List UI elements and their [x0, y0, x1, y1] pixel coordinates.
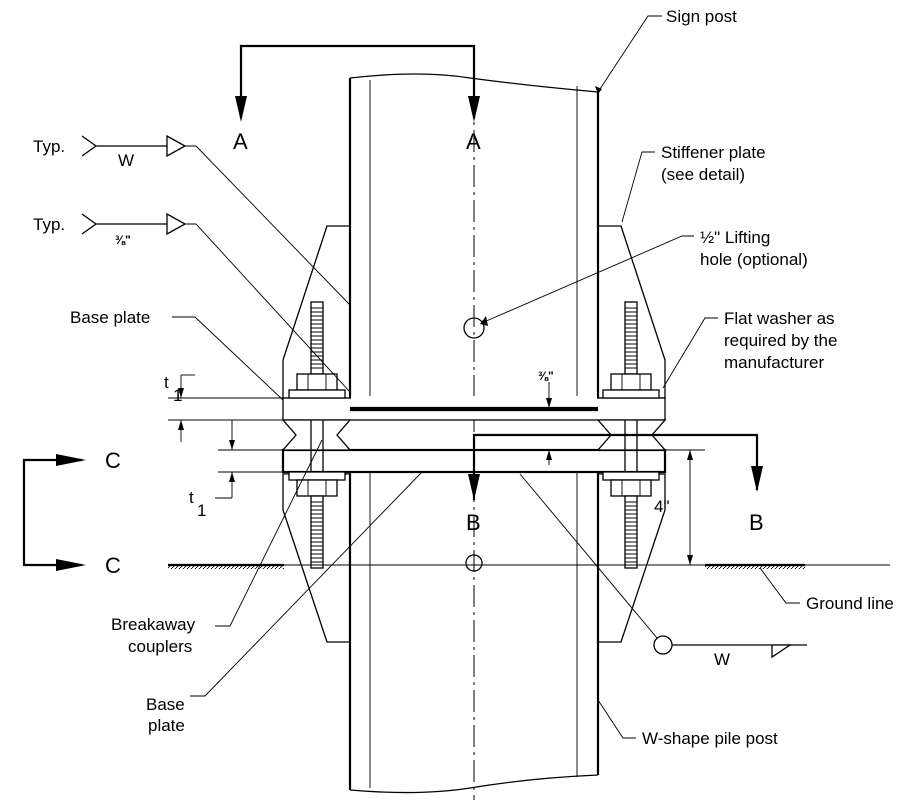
leader-ground-line: [759, 567, 800, 604]
ground-line-label: Ground line: [806, 594, 894, 613]
stiffener-plates-upper: [282, 225, 666, 399]
sign-post-label: Sign post: [666, 7, 737, 26]
gap-38-label: ⅜": [538, 369, 554, 383]
leader-base-plate-bottom: [190, 471, 423, 697]
lifting-hole: [463, 317, 485, 339]
breakaway-coupler-left: [281, 419, 352, 451]
leader-lifting-hole: [480, 235, 694, 326]
base-plate-top-label: Base plate: [70, 308, 150, 327]
section-a-left-label: A: [233, 129, 248, 154]
leader-sign-post: [595, 15, 662, 94]
t1-bottom-label: t: [189, 488, 194, 507]
washer-label-3: manufacturer: [724, 353, 824, 372]
weld-w-label-bottom: W: [714, 650, 730, 669]
dim-gap-38: [546, 382, 552, 465]
weld-symbol-38-fillet: [81, 212, 351, 393]
base-plate-bottom-label-1: Base: [146, 695, 185, 714]
weld-typ-label-2: Typ.: [33, 215, 65, 234]
dim-t1-top: [168, 374, 283, 442]
weld-w-label-top: W: [118, 151, 134, 170]
washer-label-2: required by the: [724, 331, 837, 350]
ground-line: [168, 563, 890, 569]
section-a-right-label: A: [466, 129, 481, 154]
threaded-rod-lower-left: [288, 420, 346, 569]
leader-washer: [662, 317, 718, 389]
leader-stiffener: [621, 151, 655, 223]
section-b-left-label: B: [466, 510, 481, 535]
breakaway-label-1: Breakaway: [111, 615, 196, 634]
section-b-cut: [468, 433, 763, 500]
threaded-rod-upper-left: [288, 301, 346, 399]
leader-base-plate-top: [172, 316, 284, 401]
section-a-cut: [235, 44, 480, 122]
section-c-cut: [22, 454, 86, 571]
stiffener-label-1: Stiffener plate: [661, 143, 766, 162]
t1-top-label: t: [164, 373, 169, 392]
lifting-label-1: ½" Lifting: [700, 228, 770, 247]
washer-label-1: Flat washer as: [724, 309, 835, 328]
four-inch-label: 4": [654, 497, 670, 516]
section-c-bottom-label: C: [105, 553, 121, 578]
section-c-top-label: C: [105, 448, 121, 473]
t1-bottom-sub: 1: [197, 501, 206, 520]
dim-t1-bottom: [215, 420, 283, 499]
threaded-rod-lower-right: [602, 420, 660, 569]
weld-typ-label-1: Typ.: [33, 137, 65, 156]
t1-top-sub: 1: [173, 386, 182, 405]
lifting-label-2: hole (optional): [700, 250, 808, 269]
ground-marker-circle: [465, 554, 483, 572]
pile-post-label: W-shape pile post: [642, 729, 778, 748]
base-plate-bottom-label-2: plate: [148, 716, 185, 735]
breakaway-label-2: couplers: [128, 637, 192, 656]
leader-pile-post: [597, 699, 636, 739]
weld-symbol-w-top: [81, 134, 351, 306]
weld-symbol-w-bottom: [519, 473, 807, 659]
threaded-rod-upper-right: [602, 301, 660, 399]
weld-size-38: ⅜": [115, 233, 131, 247]
section-b-right-label: B: [749, 510, 764, 535]
stiffener-label-2: (see detail): [661, 165, 745, 184]
dim-4in: [665, 449, 705, 565]
leader-breakaway: [215, 439, 323, 627]
